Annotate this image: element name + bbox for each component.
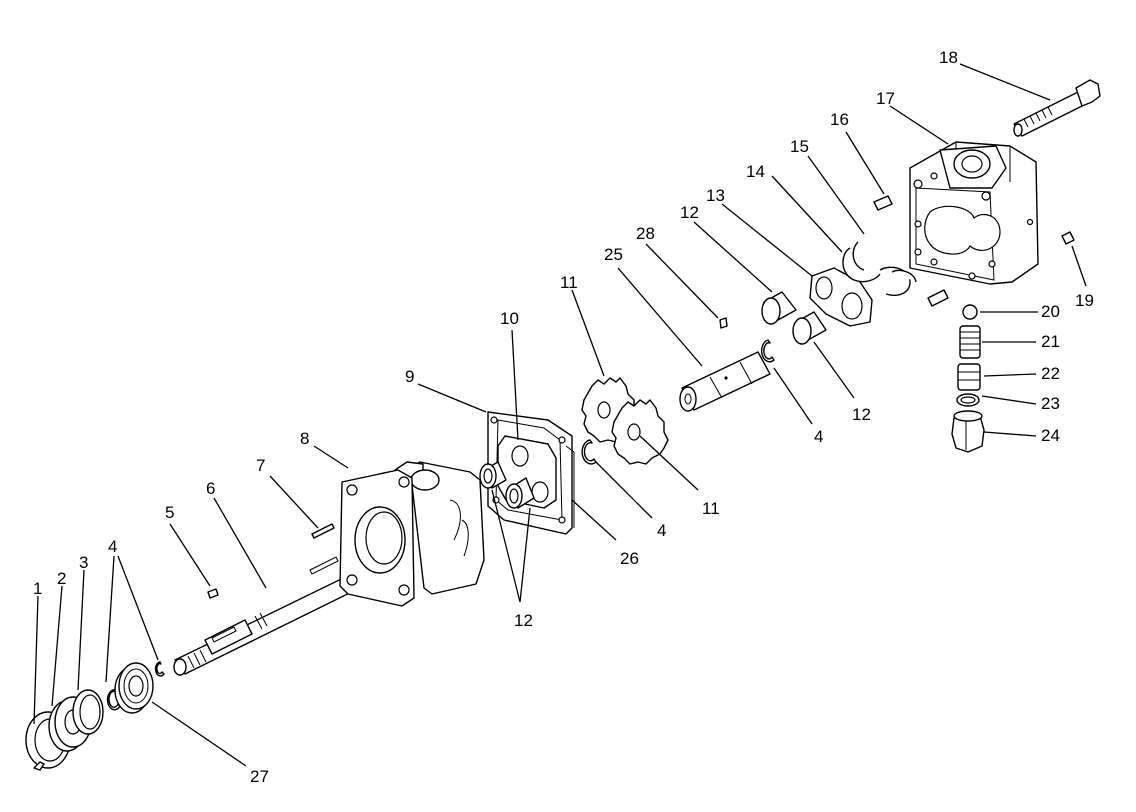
part-19-plug: [1061, 231, 1075, 245]
callout-15: 15: [790, 137, 809, 156]
callout-25: 25: [604, 245, 623, 264]
callout-12-top: 12: [680, 203, 699, 222]
callout-9: 9: [405, 367, 414, 386]
part-7-key: [311, 523, 335, 539]
part-12-bushing-lower: [792, 311, 827, 345]
part-15-seal: [852, 241, 917, 283]
callout-1: 1: [33, 579, 42, 598]
part-4-snap-ring-shaft: [154, 661, 165, 677]
callout-4-left: 4: [108, 537, 117, 556]
callout-20: 20: [1041, 302, 1060, 321]
callout-27: 27: [250, 767, 269, 786]
part-23-o-ring: [956, 393, 980, 407]
callout-19: 19: [1075, 291, 1094, 310]
callout-2: 2: [57, 569, 66, 588]
callout-12-right: 12: [852, 405, 871, 424]
part-8-front-housing: [339, 461, 485, 607]
callout-28: 28: [636, 224, 655, 243]
callout-5: 5: [165, 503, 174, 522]
callout-6: 6: [206, 479, 215, 498]
callout-11-top: 11: [560, 273, 578, 292]
callout-numbers: 1 2 3 4 5 6 7 8 9 10 11 11 12 26 4 25 28…: [33, 48, 1094, 786]
part-12-bushings-front: [479, 461, 535, 509]
callout-21: 21: [1041, 332, 1060, 351]
callout-22: 22: [1041, 364, 1060, 383]
callout-7: 7: [256, 456, 265, 475]
callout-16: 16: [830, 110, 849, 129]
part-28-pin: [719, 317, 728, 329]
part-21-spring: [959, 325, 981, 359]
callout-24: 24: [1041, 426, 1060, 445]
part-13-wear-plate: [809, 267, 873, 327]
part-16-dowel-pin: [873, 195, 949, 307]
part-4-snap-ring-gear: [581, 439, 597, 465]
callout-12-bottom: 12: [514, 611, 533, 630]
callout-14: 14: [746, 162, 765, 181]
part-27-bearing: [114, 662, 154, 714]
callout-3: 3: [79, 553, 88, 572]
part-25-idler-shaft: [679, 351, 771, 412]
part-3-ring: [72, 689, 104, 735]
part-4-snap-ring-upper: [761, 339, 775, 363]
part-12-bushing-upper: [761, 291, 797, 325]
part-5-key: [207, 588, 219, 599]
callout-4-right: 4: [814, 427, 823, 446]
callout-10: 10: [500, 309, 519, 328]
part-24-cap-nut: [951, 410, 985, 453]
callout-8: 8: [300, 429, 309, 448]
part-18-bolt: [1013, 79, 1101, 137]
callout-17: 17: [876, 89, 895, 108]
part-17-rear-housing: [909, 141, 1039, 285]
part-22-poppet: [957, 363, 981, 391]
callout-23: 23: [1041, 394, 1060, 413]
callout-13: 13: [706, 186, 725, 205]
part-11-gear-lower: [611, 399, 669, 465]
callout-26: 26: [620, 549, 639, 568]
callout-11-bottom: 11: [702, 499, 720, 518]
part-20-ball: [962, 304, 978, 320]
leader-lines: [33, 63, 1087, 767]
callout-4-gear: 4: [657, 521, 666, 540]
callout-18: 18: [939, 48, 958, 67]
